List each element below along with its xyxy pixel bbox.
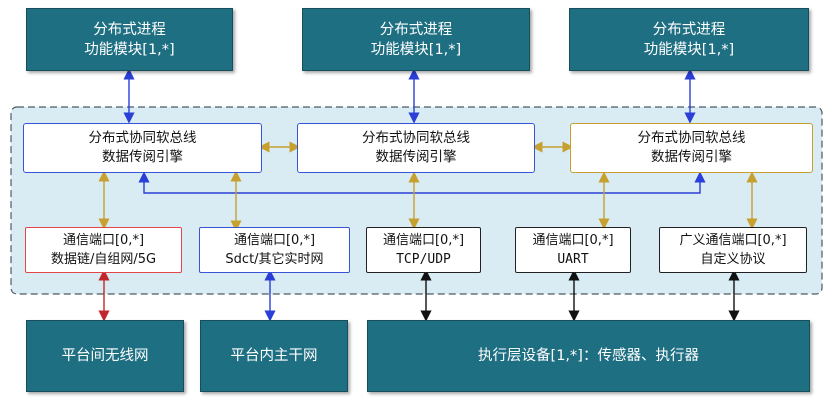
comm-port-sdct-title: 通信端口[0,*] [233,233,316,248]
comm-port-uart-title: 通信端口[0,*] [532,233,614,248]
process-module-2: 分布式进程 功能模块[1,*] [302,8,530,71]
comm-port-uart: 通信端口[0,*] UART [515,227,631,273]
process-module-3: 分布式进程 功能模块[1,*] [569,8,809,71]
network-backbone: 平台内主干网 [200,320,348,392]
process-module-1-subtitle: 功能模块[1,*] [84,41,175,58]
comm-port-tcp-udp-protocol: TCP/UDP [396,252,451,267]
bus-engine-2-title: 分布式协同软总线 [362,130,470,146]
comm-port-tcp-udp: 通信端口[0,*] TCP/UDP [366,227,481,273]
bus-engine-3-title: 分布式协同软总线 [637,130,746,146]
comm-port-custom-protocol: 自定义协议 [700,252,766,267]
comm-port-tcp-udp-title: 通信端口[0,*] [382,233,465,248]
blue-bus-link [138,171,706,194]
comm-port-sdct: 通信端口[0,*] Sdct/其它实时网 [199,227,350,273]
network-backbone-label: 平台内主干网 [230,348,318,364]
comm-port-sdct-protocol: Sdct/其它实时网 [225,252,324,267]
bus-engine-1-subtitle: 数据传阅引擎 [102,149,183,165]
process-module-1: 分布式进程 功能模块[1,*] [26,8,233,71]
bus-engine-2-subtitle: 数据传阅引擎 [375,149,457,165]
bus-engine-2: 分布式协同软总线 数据传阅引擎 [297,123,535,173]
bus-engine-1: 分布式协同软总线 数据传阅引擎 [23,123,262,173]
comm-port-datalink-protocol: 数据链/自组网/5G [50,252,157,267]
network-wireless: 平台间无线网 [26,320,184,392]
execution-devices-label: 执行层设备[1,*]：传感器、执行器 [478,348,699,364]
bus-engine-1-title: 分布式协同软总线 [88,130,197,146]
comm-port-custom-title: 广义通信端口[0,*] [679,233,787,248]
process-module-2-subtitle: 功能模块[1,*] [370,41,462,58]
process-module-3-subtitle: 功能模块[1,*] [643,41,735,58]
process-module-1-title: 分布式进程 [93,21,166,38]
execution-devices: 执行层设备[1,*]：传感器、执行器 [367,320,810,392]
comm-port-uart-protocol: UART [557,252,589,267]
bus-engine-3-subtitle: 数据传阅引擎 [651,149,732,165]
network-wireless-label: 平台间无线网 [61,348,149,364]
comm-port-datalink-title: 通信端口[0,*] [62,233,145,248]
comm-port-datalink: 通信端口[0,*] 数据链/自组网/5G [25,227,182,273]
process-module-3-title: 分布式进程 [652,21,726,38]
bus-engine-3: 分布式协同软总线 数据传阅引擎 [570,123,813,173]
comm-port-custom: 广义通信端口[0,*] 自定义协议 [659,227,807,273]
process-module-2-title: 分布式进程 [379,21,453,38]
